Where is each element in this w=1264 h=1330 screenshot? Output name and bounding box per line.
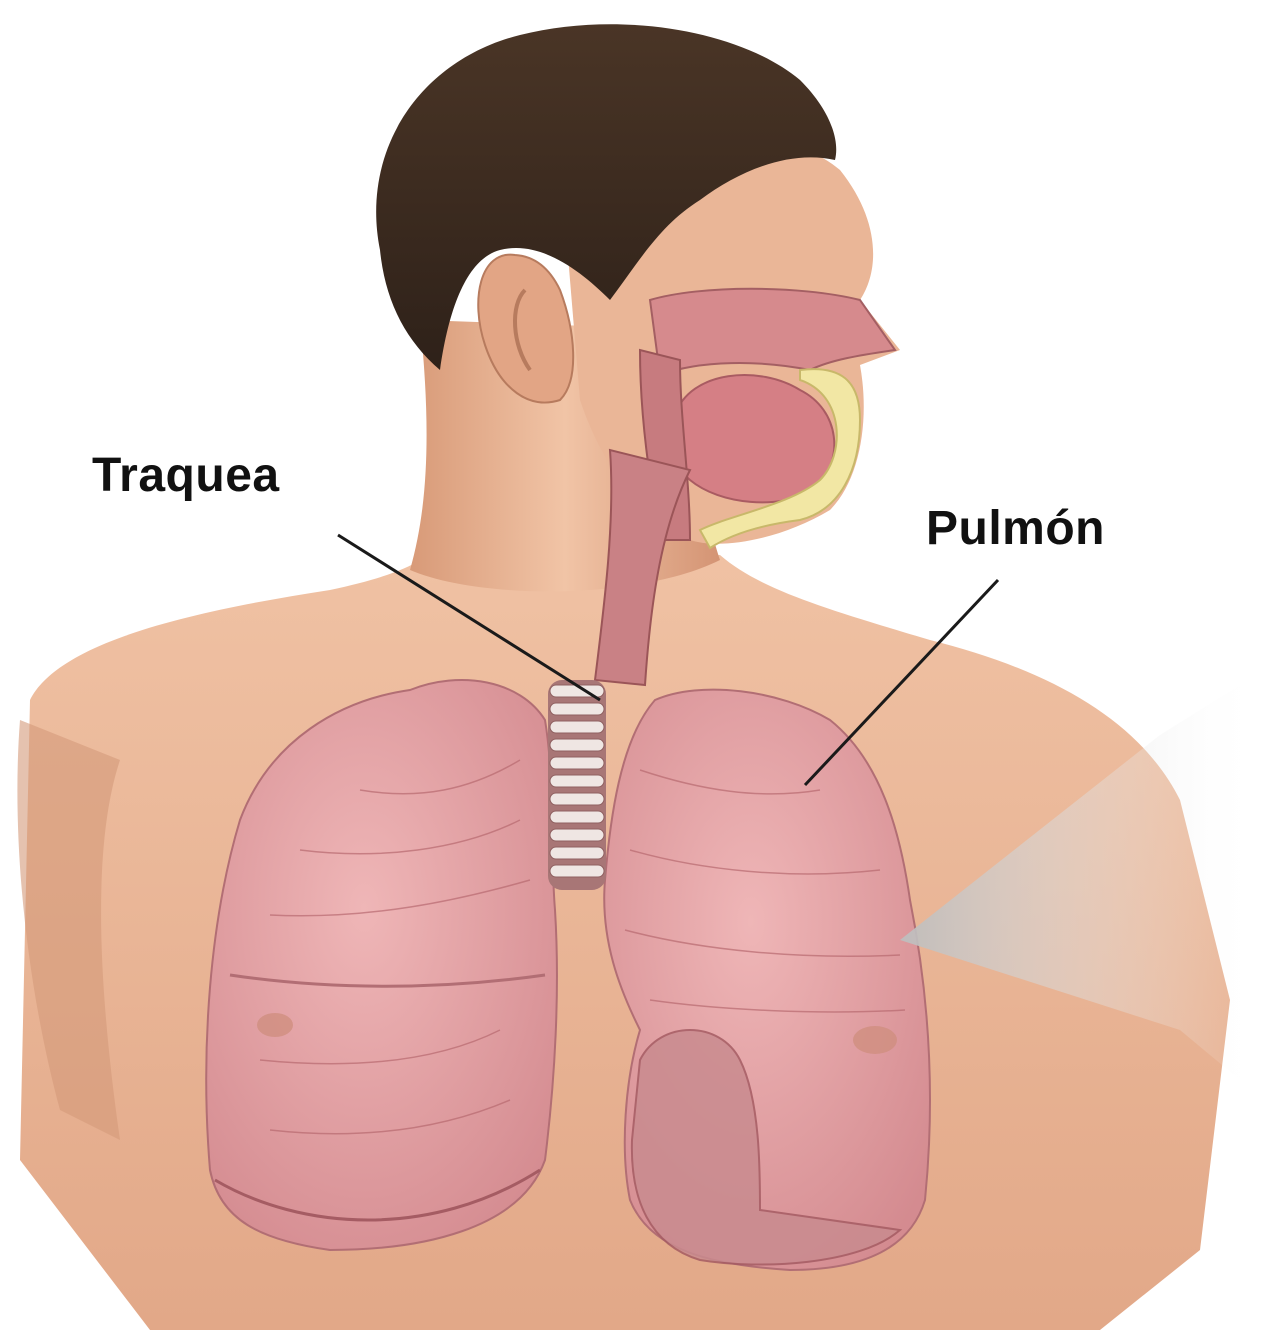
lung-label: Pulmón: [926, 505, 1105, 553]
nipple-left: [853, 1026, 897, 1054]
trachea-label: Traquea: [92, 452, 280, 500]
nipple-right: [257, 1013, 293, 1037]
trachea-rings: [550, 685, 604, 877]
